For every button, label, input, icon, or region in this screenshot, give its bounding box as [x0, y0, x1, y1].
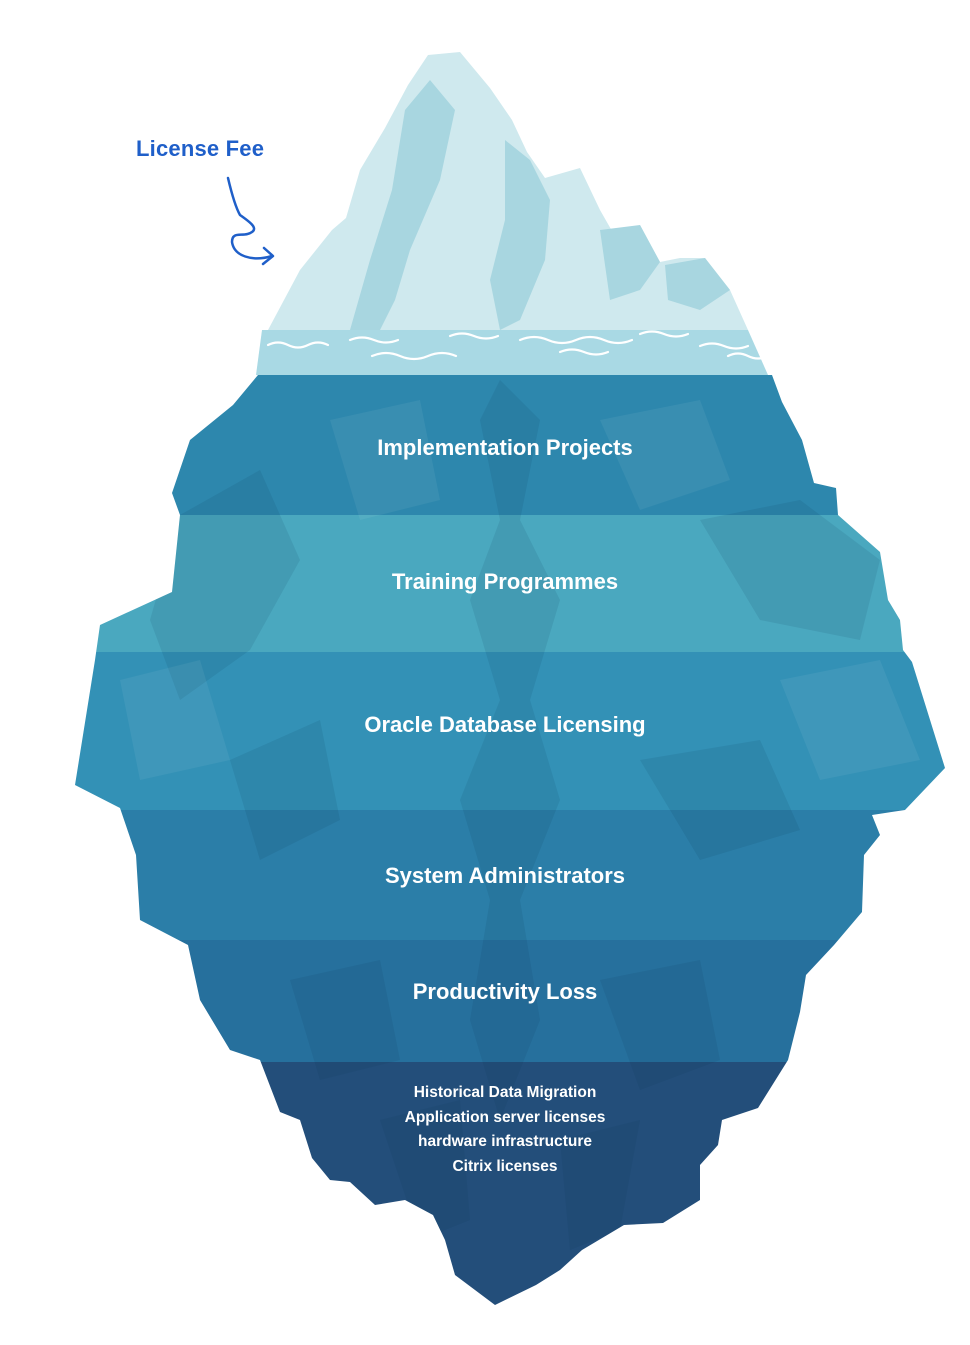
iceberg-body [75, 375, 945, 1305]
iceberg-tip-shadow-2 [490, 140, 550, 330]
ice-highlights [120, 400, 920, 780]
callout-arrow [226, 176, 275, 266]
iceberg-tip-shadow-3 [600, 225, 660, 300]
bottom-layer-item: hardware infrastructure [418, 1133, 592, 1150]
layer-label-system-administrators: System Administrators [384, 863, 626, 888]
layer-band-4 [75, 810, 945, 940]
bottom-layer-item: Application server licenses [404, 1108, 606, 1126]
bottom-layer-item: Historical Data Migration [413, 1084, 597, 1101]
layer-band-2 [75, 515, 945, 652]
layer-label-implementation-projects: Implementation Projects [377, 435, 633, 460]
layer-label-training-programmes: Training Programmes [391, 569, 619, 594]
bottom-layer-item: Citrix licenses [452, 1157, 558, 1175]
water-waves [266, 330, 770, 361]
iceberg-tip [256, 52, 770, 375]
callout-license-fee: License Fee [136, 136, 265, 161]
iceberg-tip-shadow-1 [350, 80, 455, 330]
layer-label-productivity-loss: Productivity Loss [412, 979, 598, 1004]
layer-band-3 [75, 652, 945, 810]
ice-facets [150, 380, 880, 1250]
bottom-layer-list: Historical Data Migration Application se… [305, 1081, 705, 1179]
layer-label-oracle-database-licensing: Oracle Database Licensing [364, 712, 646, 737]
waterline-band [256, 330, 768, 375]
iceberg-tip-shadow-4 [665, 258, 730, 310]
